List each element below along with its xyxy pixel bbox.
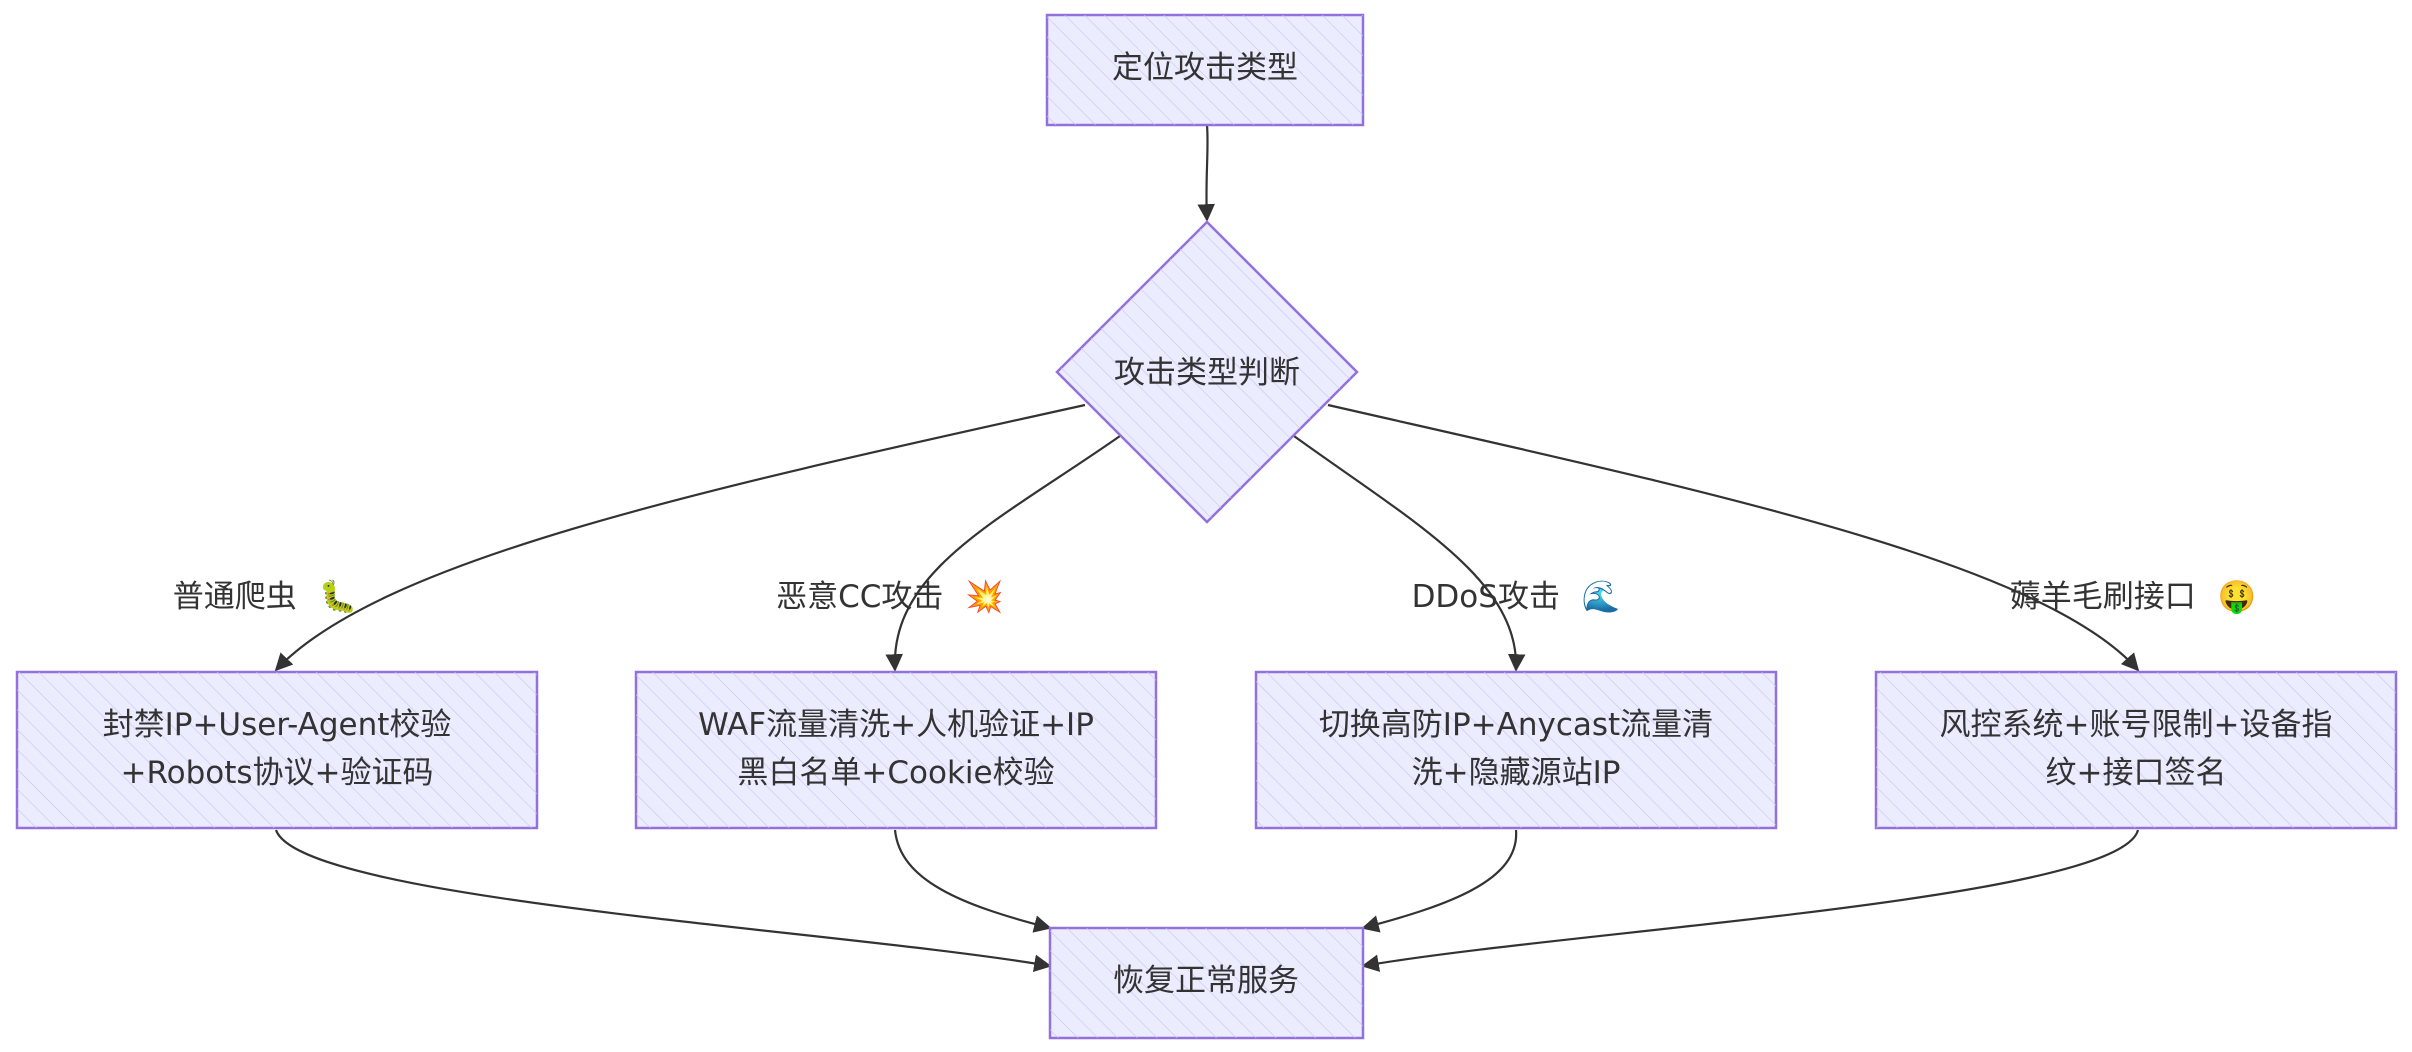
edge-action2-to-end [893, 829, 1052, 933]
edge-label-cc-text: 恶意CC攻击 [776, 579, 943, 615]
explosion-icon: 💥 [965, 578, 1004, 615]
node-start: 定位攻击类型 [1045, 13, 1365, 127]
svg-text:DDoS攻击 🌊: DDoS攻击 🌊 [1412, 578, 1621, 615]
edge-label-ddos: DDoS攻击 🌊 [1412, 578, 1621, 615]
node-decision: 攻击类型判断 [1055, 220, 1359, 524]
svg-text:普通爬虫 🐛: 普通爬虫 🐛 [173, 578, 357, 615]
node-action-cc-line2: 黑白名单+Cookie校验 [737, 755, 1054, 791]
edge-label-abuse: 薅羊毛刷接口 🤑 [2010, 579, 2256, 615]
edge-action4-to-end [1361, 829, 2140, 972]
edge-label-cc: 恶意CC攻击 💥 [776, 578, 1004, 615]
node-action-abuse: 风控系统+账号限制+设备指 纹+接口签名 [1874, 670, 2398, 830]
node-action-abuse-line1: 风控系统+账号限制+设备指 [1940, 707, 2333, 743]
edge-start-to-decision [1197, 124, 1216, 222]
node-action-ddos-line1: 切换高防IP+Anycast流量清 [1319, 707, 1713, 743]
money-face-icon: 🤑 [2218, 579, 2257, 615]
edge-decision-to-crawler [274, 403, 1086, 672]
edge-action1-to-end [274, 829, 1052, 973]
edge-label-abuse-text: 薅羊毛刷接口 [2010, 579, 2196, 615]
edge-decision-to-abuse [1327, 403, 2140, 672]
svg-text:恶意CC攻击 💥: 恶意CC攻击 💥 [776, 578, 1004, 615]
node-action-ddos-line2: 洗+隐藏源站IP [1412, 755, 1621, 791]
edge-label-crawler: 普通爬虫 🐛 [173, 578, 357, 615]
node-action-crawler-line2: +Robots协议+验证码 [120, 755, 433, 791]
node-action-cc-line1: WAF流量清洗+人机验证+IP [698, 707, 1094, 743]
node-action-abuse-line2: 纹+接口签名 [2046, 755, 2227, 791]
edges [274, 124, 2140, 973]
node-start-text: 定位攻击类型 [1112, 50, 1298, 86]
node-action-crawler: 封禁IP+User-Agent校验 +Robots协议+验证码 [15, 670, 539, 830]
node-action-cc: WAF流量清洗+人机验证+IP 黑白名单+Cookie校验 [634, 670, 1158, 830]
node-end: 恢复正常服务 [1048, 926, 1365, 1040]
node-end-text: 恢复正常服务 [1113, 963, 1299, 999]
node-decision-text: 攻击类型判断 [1114, 355, 1300, 391]
edge-decision-to-cc [885, 435, 1121, 672]
edge-decision-to-ddos [1293, 435, 1526, 672]
node-action-crawler-line1: 封禁IP+User-Agent校验 [103, 707, 452, 743]
node-action-ddos: 切换高防IP+Anycast流量清 洗+隐藏源站IP [1254, 670, 1778, 830]
edge-action3-to-end [1361, 829, 1518, 933]
edge-label-crawler-text: 普通爬虫 [173, 579, 297, 615]
caterpillar-icon: 🐛 [319, 578, 358, 615]
edge-label-ddos-text: DDoS攻击 [1412, 579, 1560, 615]
wave-icon: 🌊 [1582, 578, 1621, 615]
svg-text:薅羊毛刷接口 🤑: 薅羊毛刷接口 🤑 [2010, 579, 2256, 615]
